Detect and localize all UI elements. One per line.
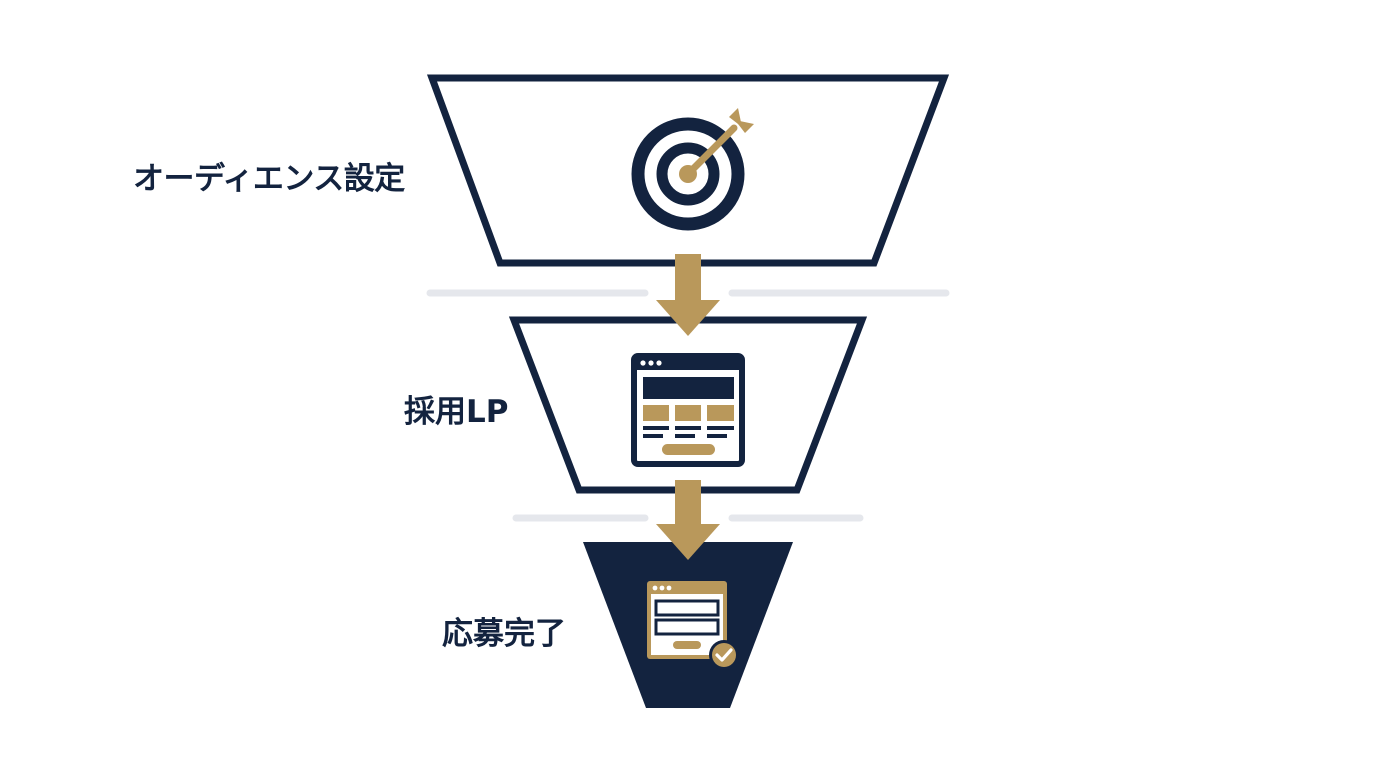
target-with-arrow-icon	[631, 108, 754, 231]
application-form-complete-icon	[647, 581, 739, 670]
arrow-down-icon-1	[656, 254, 720, 336]
stage-label-audience: オーディエンス設定	[133, 161, 405, 197]
stage-label-application-complete: 応募完了	[442, 616, 566, 652]
landing-page-browser-icon	[631, 353, 745, 467]
stage-label-landing-page: 採用LP	[404, 394, 509, 430]
arrow-down-icon-2	[656, 480, 720, 560]
